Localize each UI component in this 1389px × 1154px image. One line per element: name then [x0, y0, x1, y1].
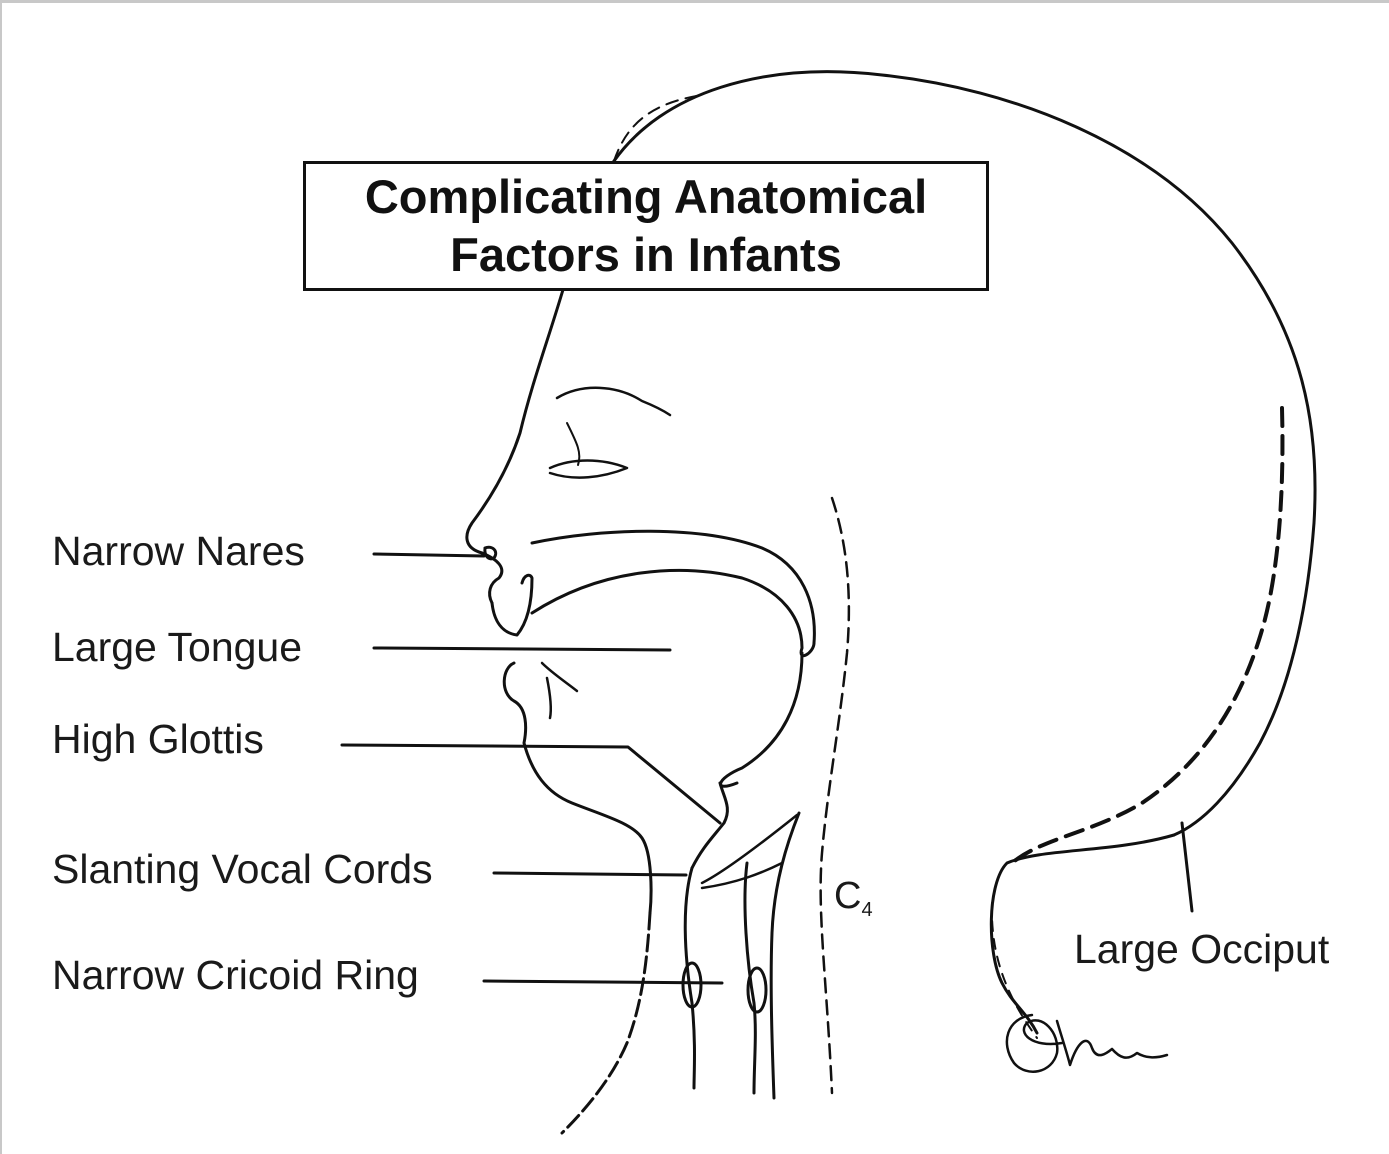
upper-lip: [492, 575, 532, 635]
eye: [550, 461, 627, 478]
label-narrow-nares: Narrow Nares: [52, 531, 305, 572]
label-slanting-vocal-cords: Slanting Vocal Cords: [52, 849, 433, 890]
label-narrow-cricoid-ring: Narrow Cricoid Ring: [52, 955, 419, 996]
epiglottis: [692, 783, 727, 868]
anterior-neck: [562, 913, 650, 1133]
vertebra-subscript: 4: [861, 899, 872, 921]
prevertebral-line: [771, 813, 799, 1098]
hard-palate: [532, 531, 814, 643]
leader-narrow-nares: [374, 554, 484, 556]
larynx-anterior: [685, 868, 694, 1088]
tongue-outline: [721, 653, 802, 786]
vertebra-letter: C: [834, 875, 861, 917]
eye-lid: [567, 423, 579, 465]
label-large-occiput: Large Occiput: [1074, 929, 1329, 970]
label-large-tongue: Large Tongue: [52, 627, 302, 668]
lower-teeth: [542, 663, 577, 718]
pharynx-wall: [821, 498, 849, 1093]
leader-large-occiput: [1182, 823, 1192, 911]
label-high-glottis: High Glottis: [52, 719, 264, 760]
occiput-dashed-contour: [1012, 408, 1282, 863]
title-line-2: Factors in Infants: [450, 226, 842, 284]
skull-outline-inner: [614, 95, 702, 161]
leader-large-tongue: [374, 648, 670, 650]
title-line-1: Complicating Anatomical: [365, 168, 927, 226]
brow: [557, 388, 670, 415]
soft-palate: [532, 570, 814, 655]
title-box: Complicating Anatomical Factors in Infan…: [303, 161, 989, 291]
leader-high-glottis: [342, 745, 720, 823]
leader-slanting-vocal-cords: [494, 873, 686, 875]
larynx-inner: [702, 815, 797, 888]
nose: [482, 553, 502, 603]
leader-narrow-cricoid-ring: [484, 981, 722, 983]
vertebra-c4-label: C4: [834, 877, 873, 920]
